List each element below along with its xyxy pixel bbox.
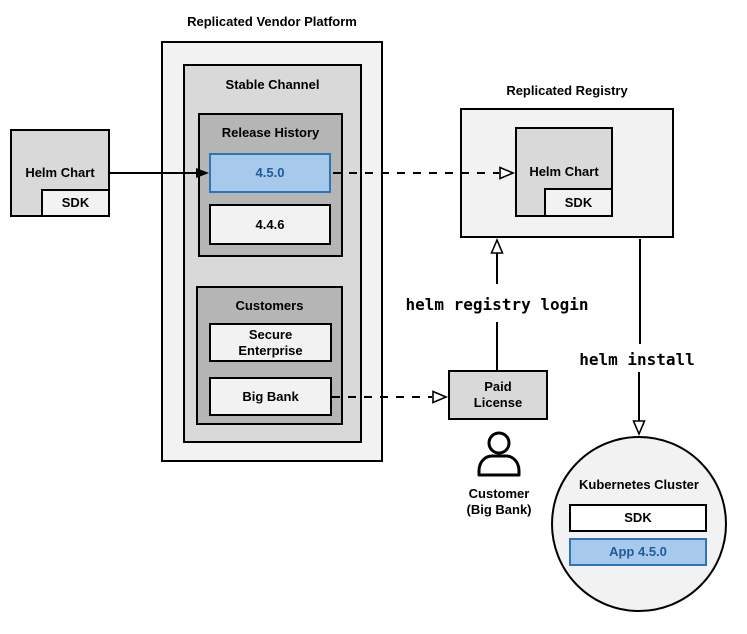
- sdk-label: SDK: [564, 194, 593, 210]
- sdk-label: SDK: [61, 195, 90, 210]
- stable-channel-title: Stable Channel: [225, 77, 320, 92]
- vendor-platform-title: Replicated Vendor Platform: [187, 14, 357, 29]
- release-version-4-5-0: 4.5.0: [209, 153, 331, 193]
- customer-caption-line2: (Big Bank): [466, 502, 532, 517]
- release-version-label: 4.4.6: [255, 216, 285, 232]
- registry-title: Replicated Registry: [506, 83, 628, 98]
- secure-line2: Enterprise: [238, 342, 303, 358]
- paid-license-label: Paid License: [474, 379, 522, 411]
- sdk-label: SDK: [624, 510, 652, 525]
- secure-line1: Secure: [248, 326, 293, 342]
- paid-license-box: Paid License: [448, 370, 548, 420]
- customer-caption-line1: Customer: [468, 486, 530, 501]
- kubernetes-cluster-title: Kubernetes Cluster: [579, 477, 699, 492]
- command-helm-install: helm install: [579, 350, 695, 369]
- paid-license-line2: License: [473, 395, 523, 410]
- registry-helm-chart-label: Helm Chart: [529, 164, 599, 179]
- kubernetes-app-label: App 4.5.0: [609, 544, 667, 559]
- customer-big-bank-label: Big Bank: [242, 388, 299, 404]
- helm-chart-source-sdk-box: SDK: [41, 189, 110, 217]
- customer-big-bank-box: Big Bank: [209, 377, 332, 416]
- customer-caption: Customer (Big Bank): [429, 486, 569, 518]
- customers-title: Customers: [235, 298, 304, 313]
- customer-secure-enterprise-label: Secure Enterprise: [238, 327, 302, 359]
- release-history-title: Release History: [221, 125, 320, 140]
- release-version-label: 4.5.0: [255, 165, 285, 180]
- release-version-4-4-6: 4.4.6: [209, 204, 331, 245]
- registry-sdk-box: SDK: [544, 188, 613, 217]
- paid-license-line1: Paid: [484, 379, 512, 394]
- helm-chart-source-box: Helm Chart SDK: [10, 129, 110, 217]
- customer-secure-enterprise-box: Secure Enterprise: [209, 323, 332, 362]
- kubernetes-app-box: App 4.5.0: [569, 538, 707, 566]
- kubernetes-sdk-box: SDK: [569, 504, 707, 532]
- command-registry-login: helm registry login: [405, 295, 589, 314]
- person-icon: [477, 431, 521, 477]
- helm-chart-source-label: Helm Chart: [25, 165, 95, 180]
- arrow-registry-to-cluster: [632, 239, 646, 437]
- registry-helm-chart-box: Helm Chart SDK: [515, 127, 613, 217]
